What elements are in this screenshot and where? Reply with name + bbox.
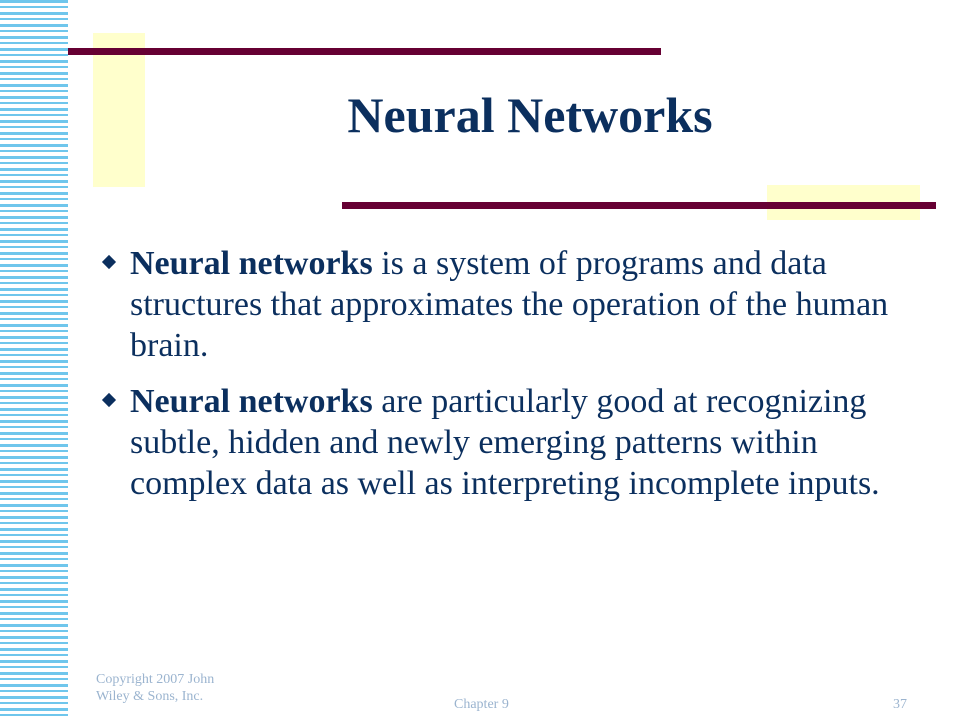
bullet-item: Neural networks are particularly good at… [100,381,890,504]
bullet-text: is a system of programs and data structu… [130,245,889,364]
diamond-bullet-icon [101,254,117,270]
footer-page-number: 37 [893,697,907,712]
decorative-stripes [0,0,68,720]
footer-copyright-line1: Copyright 2007 John [96,672,215,687]
slide-title: Neural Networks [347,87,713,143]
footer-chapter: Chapter 9 [454,697,509,712]
bullet-item: Neural networks is a system of programs … [100,243,890,366]
decorative-block-left [93,33,145,187]
title-rule-bottom [342,202,936,209]
bullet-keyword: Neural networks [130,383,373,420]
diamond-bullet-icon [101,392,117,408]
footer-copyright: Copyright 2007 John Wiley & Sons, Inc. [96,671,296,705]
footer-copyright-line2: Wiley & Sons, Inc. [96,689,204,704]
bullet-text: are particularly good at recognizing sub… [130,383,880,502]
title-rule-top [68,48,661,55]
bullet-keyword: Neural networks [130,245,373,282]
bullet-list: Neural networks is a system of programs … [100,243,890,519]
